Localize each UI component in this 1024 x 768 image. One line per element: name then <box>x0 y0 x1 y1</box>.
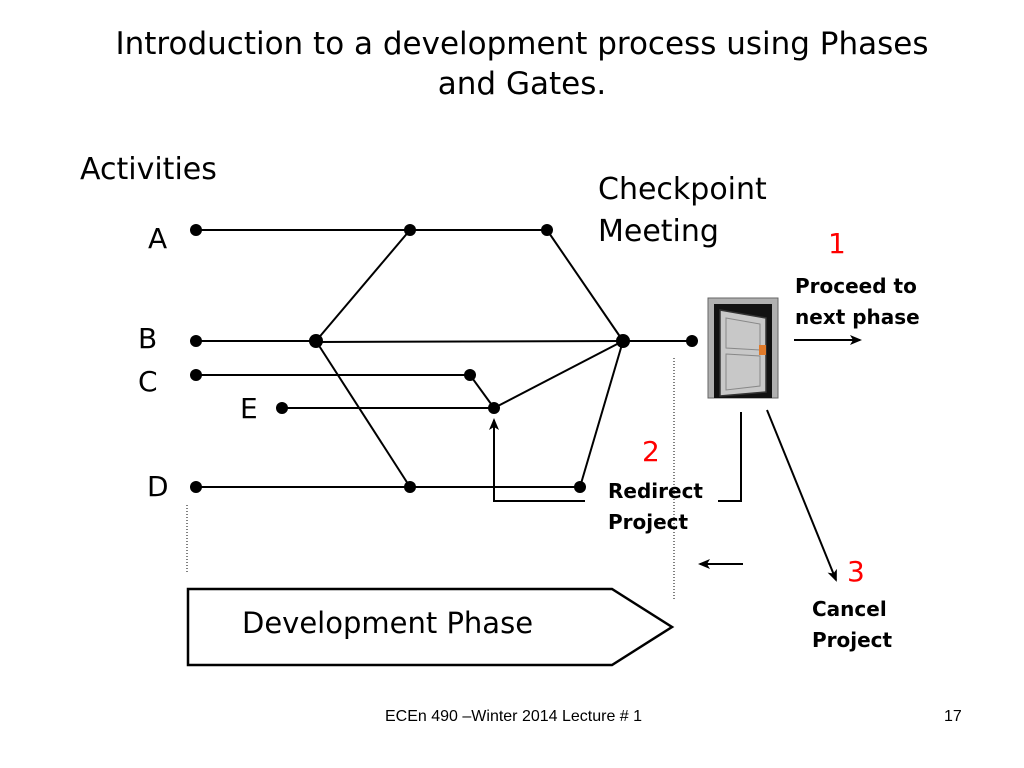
node-a-1 <box>404 224 416 236</box>
cancel-arrow <box>766 409 837 582</box>
outcome-number-1: 1 <box>828 227 846 260</box>
outcome-2-line1: Redirect <box>608 479 703 503</box>
node-b-end <box>686 335 698 347</box>
link-b-to-d <box>315 340 411 488</box>
footer-text: ECEn 490 –Winter 2014 Lecture # 1 <box>385 708 643 725</box>
node-c-start <box>190 369 202 381</box>
node-gate-merge <box>616 334 630 348</box>
node-c-end <box>464 369 476 381</box>
development-phase-label: Development Phase <box>242 606 534 640</box>
checkpoint-line2: Meeting <box>598 214 719 249</box>
slide-title-line1: Introduction to a development process us… <box>115 26 929 62</box>
page-number: 17 <box>944 708 962 725</box>
node-d-start <box>190 481 202 493</box>
outcome-number-2: 2 <box>642 435 660 468</box>
activity-label-c: C <box>138 365 158 398</box>
node-b-start <box>190 335 202 347</box>
node-b-branch <box>309 334 323 348</box>
node-d-2 <box>574 481 586 493</box>
node-a-2 <box>541 224 553 236</box>
outcome-3-line1: Cancel <box>812 597 887 621</box>
outcome-3-line2: Project <box>812 628 893 652</box>
outcome-text-proceed: Proceed to next phase <box>795 271 920 333</box>
outcome-2-line2: Project <box>608 510 689 534</box>
link-e-to-gate <box>493 340 624 409</box>
activity-line-c-merge <box>469 374 495 409</box>
activity-label-e: E <box>240 392 258 425</box>
activity-line-b-main <box>315 340 624 343</box>
outcome-text-cancel: Cancel Project <box>812 594 892 656</box>
activity-label-b: B <box>138 322 158 355</box>
checkpoint-line1: Checkpoint <box>598 172 767 207</box>
node-e-start <box>276 402 288 414</box>
redirect-path-left <box>489 418 585 502</box>
activity-label-a: A <box>148 222 168 255</box>
outcome-number-3: 3 <box>847 555 865 588</box>
node-d-1 <box>404 481 416 493</box>
link-b-to-a <box>315 229 411 342</box>
link-d-to-gate <box>579 340 624 488</box>
door-icon <box>707 297 779 399</box>
activity-label-d: D <box>147 470 169 503</box>
redirect-path-right <box>718 412 742 502</box>
link-a-to-gate <box>546 229 624 342</box>
node-a-start <box>190 224 202 236</box>
node-e-merge <box>488 402 500 414</box>
outcome-1-line1: Proceed to <box>795 274 917 298</box>
development-phase-shape <box>186 587 675 667</box>
slide-title-line2: and Gates. <box>437 66 607 102</box>
checkpoint-meeting-label: Checkpoint Meeting <box>598 169 767 253</box>
slide-title: Introduction to a development process us… <box>0 24 1024 104</box>
activities-heading: Activities <box>80 152 217 187</box>
outcome-text-redirect: Redirect Project <box>608 476 703 538</box>
outcome-1-line2: next phase <box>795 305 920 329</box>
